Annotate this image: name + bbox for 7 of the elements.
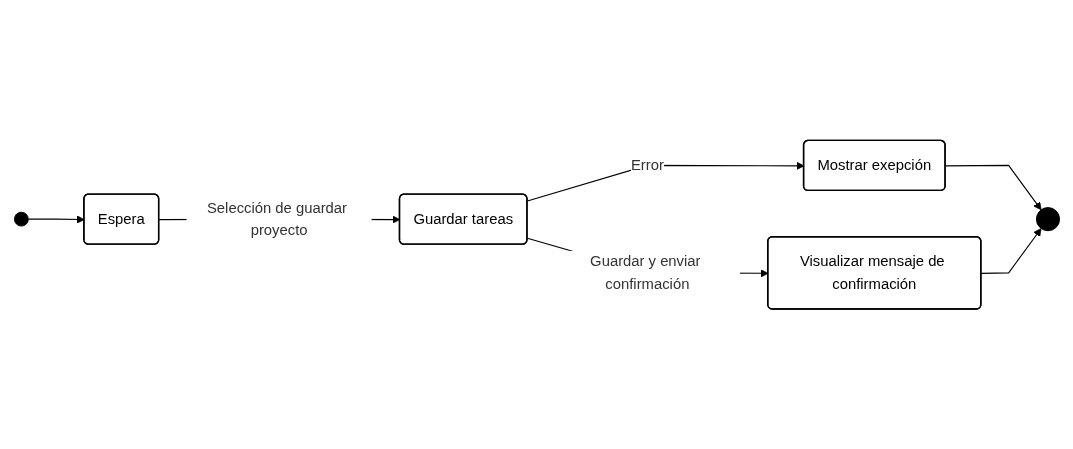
edge-label: Selección de guardar proyecto bbox=[206, 199, 347, 238]
node-circle bbox=[1035, 206, 1060, 231]
arrow bbox=[944, 164, 1041, 210]
node-circle bbox=[13, 211, 29, 227]
edge-label: Guardar y enviar confirmación bbox=[589, 253, 701, 292]
edge-label: Error bbox=[630, 156, 664, 173]
arrow bbox=[980, 227, 1041, 274]
